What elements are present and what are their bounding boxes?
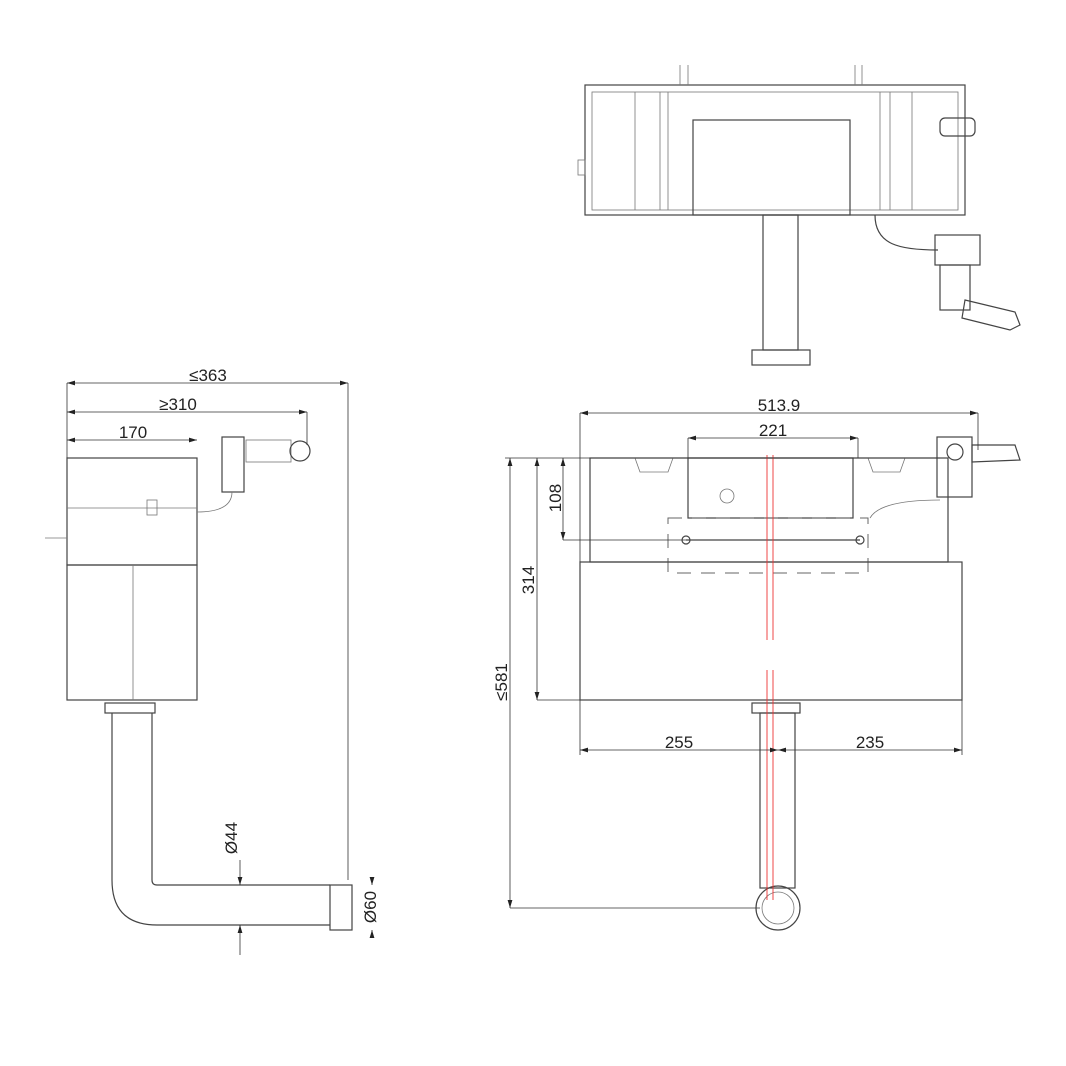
side-view: ≤363 ≥310 170 Ø44 Ø60 — [45, 366, 380, 955]
dim-tank-height: 314 — [519, 566, 538, 594]
top-view — [577, 65, 1021, 366]
dim-overall-max: ≤363 — [189, 366, 227, 385]
dim-overall-height-max: ≤581 — [492, 663, 511, 701]
dim-right-offset: 235 — [856, 733, 884, 752]
dim-top-height: 108 — [546, 484, 565, 512]
dim-cistern-depth: 170 — [119, 423, 147, 442]
dim-width: 513.9 — [758, 396, 801, 415]
dim-depth-min: ≥310 — [159, 395, 197, 414]
front-view: 513.9 221 108 314 ≤581 255 235 — [492, 396, 1021, 931]
dim-frame-width: 221 — [759, 421, 787, 440]
dim-outlet-diameter: Ø60 — [361, 891, 380, 923]
dim-left-offset: 255 — [665, 733, 693, 752]
dim-pipe-diameter: Ø44 — [222, 822, 241, 854]
